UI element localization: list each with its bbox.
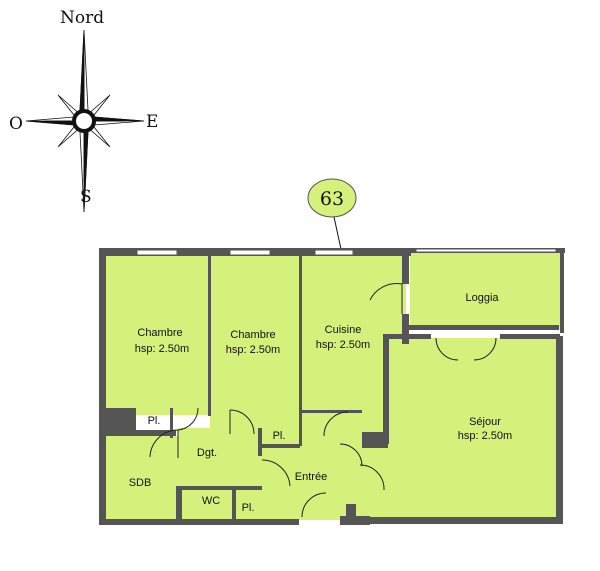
compass-west-label: O (9, 114, 23, 134)
compass-east-label: E (146, 112, 158, 132)
room-label-placard-2: Pl. (273, 430, 286, 442)
room-label-placard-1: Pl. (148, 415, 161, 427)
compass-north-label: Nord (60, 8, 104, 28)
compass-south-label: S (80, 187, 92, 207)
room-label-chambre-1: Chambre (137, 327, 182, 339)
windows (136, 248, 557, 256)
unit-number: 63 (320, 188, 344, 210)
room-height-cuisine: hsp: 2.50m (316, 339, 370, 351)
room-label-cuisine: Cuisine (325, 324, 362, 336)
compass-rose-icon (25, 29, 145, 213)
room-height-chambre-1: hsp: 2.50m (135, 343, 189, 355)
room-label-chambre-2: Chambre (230, 329, 275, 341)
room-label-placard-3: Pl. (242, 502, 255, 514)
room-label-loggia: Loggia (465, 292, 499, 304)
room-label-sejour: Séjour (469, 416, 501, 428)
door-swings (149, 283, 497, 518)
room-label-dgt: Dgt. (197, 447, 217, 459)
unit-number-bubble (307, 178, 357, 218)
room-height-sejour: hsp: 2.50m (458, 430, 512, 442)
room-label-wc: WC (202, 495, 220, 507)
room-label-entree: Entrée (295, 471, 327, 483)
room-label-sdb: SDB (129, 477, 152, 489)
room-height-chambre-2: hsp: 2.50m (226, 344, 280, 356)
